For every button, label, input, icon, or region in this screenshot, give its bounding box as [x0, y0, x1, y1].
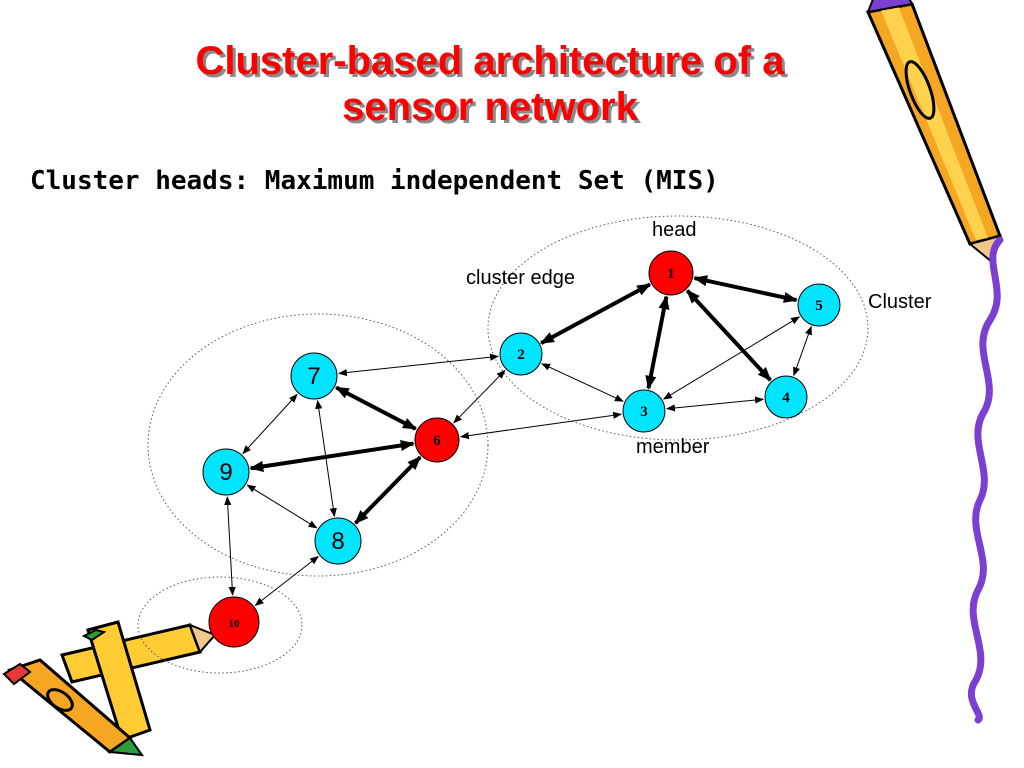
node-4-member: 4	[764, 375, 808, 419]
edge-6-7-cluster-edge	[334, 385, 417, 431]
edge-2-3	[541, 363, 624, 402]
edge-7-9	[242, 393, 298, 455]
node-10-cluster-head: 10	[208, 596, 260, 648]
node-5-circle	[797, 283, 841, 327]
node-10-circle	[208, 596, 260, 648]
node-9-member: 9	[202, 448, 250, 496]
node-10-label: 10	[229, 618, 241, 630]
edge-3-5	[662, 316, 801, 400]
node-6-label: 6	[433, 433, 441, 449]
node-9-circle	[202, 448, 250, 496]
annotation-cluster: Cluster	[868, 291, 932, 313]
edge-2-6	[453, 369, 506, 424]
edge-6-9-cluster-edge	[249, 439, 415, 472]
edge-8-10	[254, 555, 320, 606]
node-4-label: 4	[782, 390, 790, 406]
edge-6-8-cluster-edge	[354, 455, 422, 525]
node-2-label: 2	[517, 347, 525, 363]
edge-1-5-cluster-edge	[693, 275, 798, 303]
annotation-head: head	[652, 219, 697, 241]
node-7-member: 7	[290, 352, 338, 400]
edge-1-4-cluster-edge	[685, 289, 772, 382]
slide-title-line1: Cluster-based architecture of a	[195, 39, 785, 83]
node-2-circle	[499, 332, 543, 376]
slide-title-line2: sensor network	[342, 85, 638, 129]
pencil-clipart-top-right	[865, 0, 1002, 264]
edge-3-6	[459, 411, 623, 440]
edge-2-7	[338, 353, 499, 377]
edge-1-2-cluster-edge	[539, 282, 652, 345]
node-4-circle	[764, 375, 808, 419]
annotation-cluster-edge: cluster edge	[466, 267, 575, 289]
node-3-label: 3	[640, 404, 648, 420]
edge-9-8	[246, 484, 318, 529]
node-1-label: 1	[667, 266, 675, 282]
node-5-label: 5	[815, 298, 823, 314]
squiggle-border-right	[967, 236, 1004, 724]
node-8-label: 8	[331, 528, 344, 555]
node-7-label: 7	[307, 363, 320, 390]
edge-4-5	[793, 325, 812, 377]
node-7-circle	[290, 352, 338, 400]
edge-1-3-cluster-edge	[645, 295, 670, 390]
slide-title: Cluster-based architecture of a sensor n…	[100, 38, 880, 130]
edge-3-4	[666, 396, 764, 412]
node-1-circle	[648, 250, 694, 296]
node-1-cluster-head: 1	[648, 250, 694, 296]
node-6-cluster-head: 6	[414, 417, 460, 463]
slide-subtitle: Cluster heads: Maximum independent Set (…	[30, 166, 719, 196]
node-2-member: 2	[499, 332, 543, 376]
node-5-member: 5	[797, 283, 841, 327]
edge-7-8	[315, 399, 337, 518]
node-8-circle	[314, 517, 362, 565]
node-6-circle	[414, 417, 460, 463]
node-9-label: 9	[219, 459, 232, 486]
cluster-head-1-boundary	[487, 215, 869, 441]
cluster-head-10-boundary	[137, 576, 303, 674]
edge-9-10	[224, 496, 236, 596]
node-3-circle	[622, 389, 666, 433]
node-8-member: 8	[314, 517, 362, 565]
node-3-member: 3	[622, 389, 666, 433]
pencil-clipart-bottom-left	[2, 620, 217, 757]
annotation-member: member	[636, 436, 710, 458]
